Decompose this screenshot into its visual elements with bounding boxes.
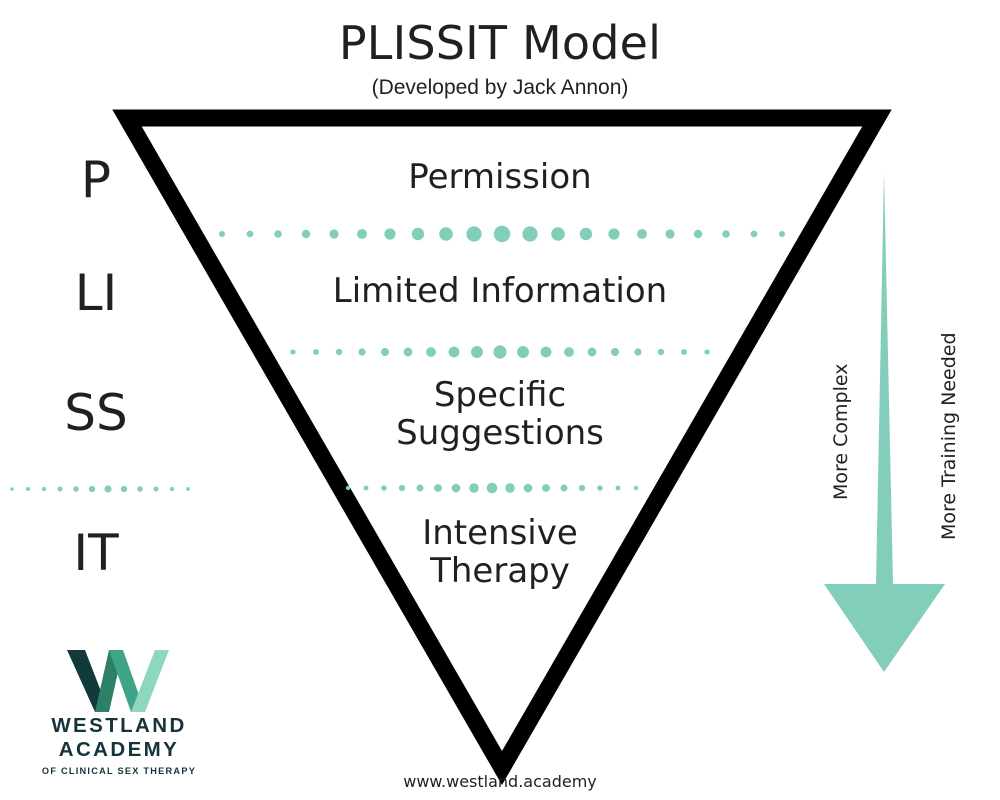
stage-label-specific-line2: Suggestions <box>396 413 604 454</box>
footer-url: www.westland.academy <box>403 772 597 791</box>
divider-permission-limited <box>219 225 785 243</box>
stage-label-limited-line1: Limited Information <box>332 271 668 311</box>
divider-left-margin <box>10 485 190 493</box>
acronym-label-p: P <box>80 151 112 209</box>
axis-label-more-complex: More Complex <box>830 363 852 500</box>
downward-progression-arrow <box>824 172 945 672</box>
divider-limited-specific <box>290 345 710 359</box>
stage-label-intensive-line2: Therapy <box>430 551 570 592</box>
stage-label-specific-suggestions: Specific Suggestions <box>0 376 1000 452</box>
stage-label-intensive-line1: Intensive <box>422 513 578 553</box>
logo-text-tagline: OF CLINICAL SEX THERAPY <box>41 766 197 777</box>
stage-label-intensive-therapy: Intensive Therapy <box>0 514 1000 590</box>
page-subtitle: (Developed by Jack Annon) <box>371 76 629 99</box>
page-title: PLISSIT Model <box>338 16 662 70</box>
logo-text-line2: ACADEMY <box>58 738 180 762</box>
acronym-label-li: LI <box>74 264 118 322</box>
acronym-label-it: IT <box>73 524 119 582</box>
divider-specific-intensive <box>345 482 639 494</box>
stage-label-permission: Permission <box>0 158 1000 196</box>
stage-label-permission-line1: Permission <box>408 157 592 197</box>
stage-label-limited-information: Limited Information <box>0 272 1000 310</box>
westland-academy-logo: WESTLAND ACADEMY OF CLINICAL SEX THERAPY <box>24 648 214 776</box>
logo-w-icon <box>67 650 169 712</box>
axis-label-more-training-needed: More Training Needed <box>938 332 960 540</box>
inverted-triangle-outline <box>112 109 892 786</box>
stage-label-specific-line1: Specific <box>433 375 567 415</box>
acronym-label-ss: SS <box>64 384 128 442</box>
logo-text-line1: WESTLAND <box>51 714 187 737</box>
